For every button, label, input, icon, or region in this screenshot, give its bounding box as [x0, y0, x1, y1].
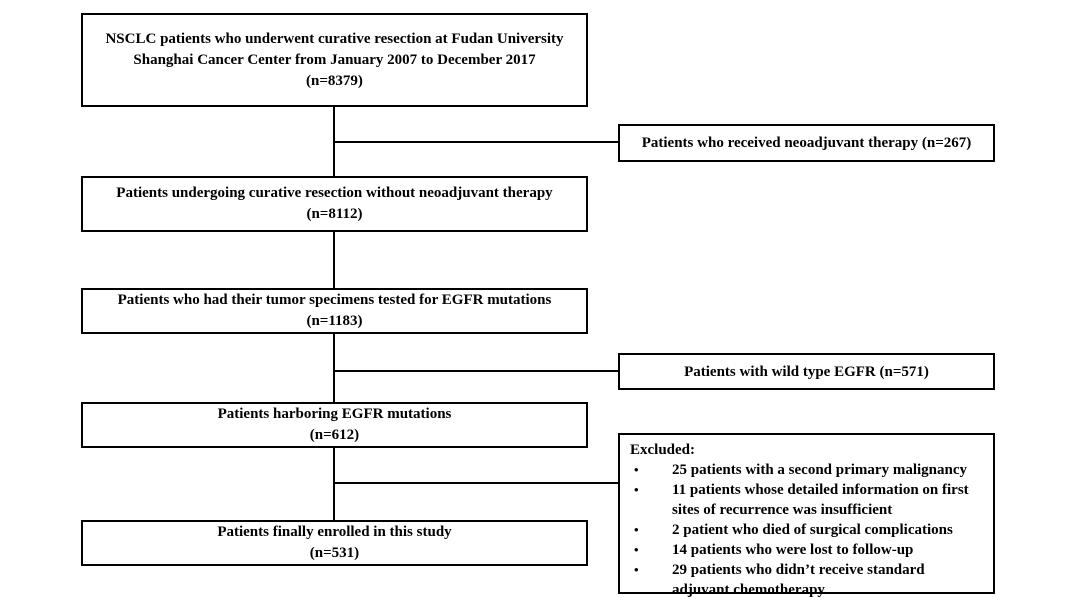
flow-box-egfr-tested: Patients who had their tumor specimens t… — [81, 288, 588, 334]
box-count-line: (n=8112) — [306, 206, 363, 222]
box-text-line: Patients finally enrolled in this study — [217, 524, 452, 540]
excluded-item: • 29 patients who didn’t receive standar… — [630, 560, 985, 600]
connector-branch-neoadjuvant — [334, 141, 618, 143]
excluded-item: • 14 patients who were lost to follow-up — [630, 540, 985, 560]
flow-box-without-neoadjuvant: Patients undergoing curative resection w… — [81, 176, 588, 232]
box-count-line: (n=1183) — [306, 313, 363, 329]
flow-box-wild-type-excluded: Patients with wild type EGFR (n=571) — [618, 353, 995, 390]
bullet-glyph: • — [634, 542, 639, 557]
excluded-item-text: 14 patients who were lost to follow-up — [672, 542, 914, 558]
excluded-item: • 2 patient who died of surgical complic… — [630, 520, 985, 540]
excluded-item-text: 25 patients with a second primary malign… — [672, 462, 968, 478]
box-text-line: Patients who received neoadjuvant therap… — [641, 135, 972, 151]
excluded-item-text: 29 patients who didn’t receive standard … — [672, 562, 925, 598]
excluded-item-text: 2 patient who died of surgical complicat… — [672, 522, 953, 538]
excluded-title: Excluded: — [630, 442, 696, 458]
connector-vertical-4 — [333, 448, 335, 520]
bullet-glyph: • — [634, 462, 639, 477]
box-text-line: Shanghai Cancer Center from January 2007… — [133, 51, 536, 68]
box-text-line: Patients who had their tumor specimens t… — [117, 292, 552, 308]
flow-box-egfr-mutated: Patients harboring EGFR mutations (n=612… — [81, 402, 588, 448]
excluded-item: • 11 patients whose detailed information… — [630, 480, 985, 520]
connector-branch-wild-type — [334, 370, 618, 372]
excluded-item: • 25 patients with a second primary mali… — [630, 460, 985, 480]
bullet-glyph: • — [634, 522, 639, 537]
connector-branch-excluded — [334, 482, 618, 484]
connector-vertical-2 — [333, 232, 335, 288]
box-count-line: (n=8379) — [306, 72, 363, 89]
excluded-item-text: 11 patients whose detailed information o… — [672, 482, 969, 518]
flow-box-neoadjuvant-excluded: Patients who received neoadjuvant therap… — [618, 124, 995, 162]
box-text-line: NSCLC patients who underwent curative re… — [105, 30, 564, 47]
flow-box-excluded-list: Excluded: • 25 patients with a second pr… — [618, 433, 995, 598]
box-text-line: Patients undergoing curative resection w… — [116, 185, 553, 201]
bullet-glyph: • — [634, 562, 639, 577]
box-count-line: (n=531) — [309, 545, 360, 561]
box-count-line: (n=612) — [309, 427, 360, 443]
box-text-line: Patients harboring EGFR mutations — [217, 406, 452, 422]
flow-box-finally-enrolled: Patients finally enrolled in this study … — [81, 520, 588, 566]
connector-vertical-3 — [333, 334, 335, 402]
box-text-line: Patients with wild type EGFR (n=571) — [684, 363, 929, 380]
bullet-glyph: • — [634, 482, 639, 497]
flow-box-source-population: NSCLC patients who underwent curative re… — [81, 13, 588, 107]
